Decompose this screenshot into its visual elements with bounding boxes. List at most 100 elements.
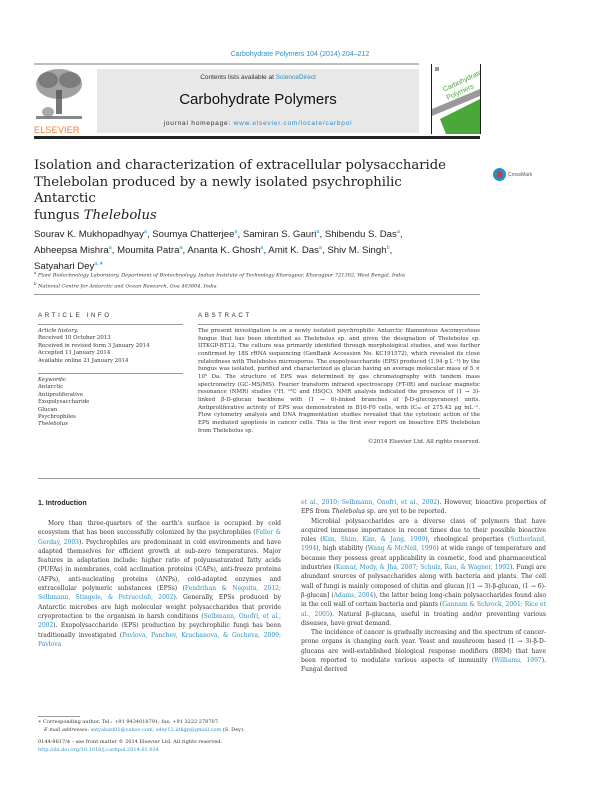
journal-cover-icon: Carbohydrate Polymers [432,64,480,134]
reference-link[interactable]: Sutherland, 1994 [301,536,546,553]
body-text: ), high stability ( [316,545,368,553]
abstract-column: ABSTRACT The present investigation is on… [198,312,480,445]
body-text: Microbial polysaccharides are a diverse … [301,517,546,544]
reference-link[interactable]: Gannam & Schrock, 2001; Rice et al., 200… [301,601,546,618]
author[interactable]: Sourav K. Mukhopadhyaya [34,229,147,241]
journal-masthead: Contents lists available at ScienceDirec… [97,69,419,133]
body-text: ). Natural β-glucans, useful in treating… [301,610,546,627]
divider [38,324,183,325]
intro-paragraph-1: More than three-quarters of the earth's … [38,519,281,649]
body-text: ) at wide range of temperature and becau… [301,545,547,572]
body-text: ). However, bioactive properties of EPS … [301,499,547,516]
issn-line: 0144-8617/$ – see front matter © 2014 El… [38,739,223,745]
intro-paragraph-1-continued: et al., 2010; Selbmann, Onofri, et al., … [301,498,546,517]
keyword: Psychrophiles [38,414,76,421]
reference-link[interactable]: Fendrihan & Negoita, 2012; Selbmann, Sti… [38,585,281,602]
body-text: sp. are yet to be reported. [364,508,447,516]
reference-link[interactable]: Pavlova, Panchev, Krachanova, & Gocheva,… [38,631,281,648]
reference-link[interactable]: et al., 2010; Selbmann, Onofri, et al., … [301,499,438,506]
crossmark-button[interactable]: CrossMark [493,168,532,181]
italic-text: Thelebolus [331,508,365,516]
reference-link[interactable]: Adams, 2004 [333,591,374,599]
title-genus: Thelebolus [83,207,157,223]
reference-link[interactable]: Wang & McNeil, 1996 [367,545,437,553]
elsevier-logo[interactable]: ELSEVIER [34,68,86,135]
article-info-column: ARTICLE INFO Article history: Received 1… [38,312,183,429]
author[interactable]: Soumya Chatterjeea [152,229,238,241]
keywords: Keywords: Antarctic Antiproliferative Ex… [38,377,183,429]
affiliation-a: a Plant Biotechnology Laboratory, Depart… [34,270,405,279]
affiliations: a Plant Biotechnology Laboratory, Depart… [34,269,504,290]
issn-block: 0144-8617/$ – see front matter © 2014 El… [38,739,308,754]
body-text: More than three-quarters of the earth's … [38,520,281,537]
keywords-label: Keywords: [38,377,67,384]
masthead-bottom-rule [34,136,480,139]
body-text: ). Exopolysaccharide (EPS) production by… [38,622,281,639]
intro-paragraph-3: The incidence of cancer is gradually inc… [301,628,546,674]
masthead-top-rule [34,63,419,65]
corresponding-author: ∗ Corresponding author. Tel.: +91 943401… [38,719,220,725]
affiliation-b: b National Centre for Antarctic and Ocea… [34,280,217,290]
journal-title: Carbohydrate Polymers [179,91,337,108]
body-text: ), the latter being long-chain polysacch… [301,591,546,609]
elsevier-tree-icon [34,68,84,120]
sciencedirect-link[interactable]: ScienceDirect [275,74,316,81]
author[interactable]: Shiv M. Singhb [327,244,390,256]
homepage-link[interactable]: www.elsevier.com/locate/carbpol [233,120,353,127]
footnote-rule [38,716,80,717]
contents-line: Contents lists available at ScienceDirec… [97,74,419,81]
email-separator: , [152,726,156,733]
body-text: ). Fungal derived [301,657,546,674]
article-history: Article history: Received 10 October 201… [38,328,183,365]
reference-link[interactable]: Kim, Shim, Kim, & Jang, 1999 [322,536,426,544]
author[interactable]: Samiran S. Gauria [242,229,320,241]
reference-link[interactable]: Williams, 1997 [494,657,542,665]
history-revised: Received in revised form 3 January 2014 [38,342,150,349]
divider [198,324,480,325]
corresponding-author-footnote: ∗ Corresponding author. Tel.: +91 943401… [38,719,308,734]
title-line-3-prefix: fungus [34,207,84,223]
email-link-1[interactable]: satyahari01@yahoo.com [90,726,153,733]
history-accepted: Accepted 11 January 2014 [38,350,111,357]
author[interactable]: Abheepsa Mishraa [34,244,112,256]
divider [38,373,183,375]
author[interactable]: Ananta K. Ghosha [187,244,264,256]
author-list: Sourav K. Mukhopadhyaya, Soumya Chatterj… [34,229,403,272]
reference-link[interactable]: Feller & Gerday, 2003 [38,529,281,546]
history-received: Received 10 October 2013 [38,335,111,342]
crossmark-icon [493,168,506,181]
reference-link[interactable]: Kumar, Mody, & Jha, 2007; Schulz, Rau, &… [335,564,510,572]
title-line-1: Isolation and characterization of extrac… [34,158,446,173]
keyword: Antarctic [38,384,64,391]
body-text: ). Psychrophiles are predominant in cold… [38,538,281,593]
keyword: Exopolysaccharide [38,399,90,406]
abstract-text: The present investigation is on a newly … [198,328,480,434]
title-line-2: Thelebolan produced by a newly isolated … [34,174,402,207]
email-line: E-mail addresses: satyahari01@yahoo.com,… [38,727,308,735]
doi-link[interactable]: http://dx.doi.org/10.1016/j.carbpol.2014… [38,746,159,753]
affiliation-divider [34,294,480,295]
author-corresponding[interactable]: Satyahari Deya,∗ [34,260,104,272]
body-text: ). Generally, EPSs produced by Antarctic… [38,594,281,620]
journal-cover[interactable]: Carbohydrate Polymers [431,64,481,134]
email-link-2[interactable]: sdey12.iitkgp@gmail.com [155,726,222,733]
email-label: E-mail addresses: [44,726,91,733]
title-line-3: fungus Thelebolus [34,208,464,225]
author[interactable]: Shibendu S. Dasa [324,229,400,241]
history-label: Article history: [38,328,79,334]
abstract-heading: ABSTRACT [198,312,252,319]
front-matter-divider [38,478,480,479]
article-info-heading: ARTICLE INFO [38,312,112,319]
intro-paragraph-2: Microbial polysaccharides are a diverse … [301,517,546,629]
keyword: Thelebolus [38,421,68,428]
journal-citation[interactable]: Carbohydrate Polymers 104 (2014) 204–212 [230,51,370,58]
article-title: Isolation and characterization of extrac… [34,158,464,224]
publisher-name: ELSEVIER [34,125,80,135]
author[interactable]: Moumita Patraa [117,244,183,256]
reference-link[interactable]: Selbmann, Onofri, et al., 2002 [38,612,281,630]
keyword: Glucan [38,406,58,413]
intro-right-column: et al., 2010; Selbmann, Onofri, et al., … [301,498,546,675]
author[interactable]: Amit K. Dasa [268,244,323,256]
homepage-line: journal homepage: www.elsevier.com/locat… [97,120,419,127]
homepage-prefix: journal homepage: [163,120,234,127]
